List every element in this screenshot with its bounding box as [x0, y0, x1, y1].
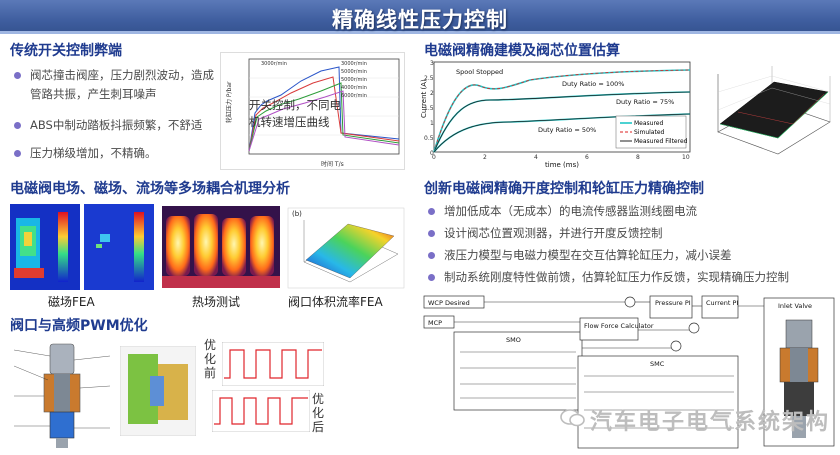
switch-plot-legend-2: 3000r/min	[341, 61, 367, 67]
mcp-label: MCP	[428, 319, 442, 327]
innovation-bullet-2: 设计阀芯位置观测器，并进行开度反馈控制	[428, 224, 836, 243]
current-y-tick: 1.5	[424, 105, 434, 112]
multiphysics-heading: 电磁阀电场、磁场、流场等多场耦合机理分析	[10, 181, 290, 197]
traditional-bullet-1: 阀芯撞击阀座，压力剧烈波动，造成管路共振，产生刺耳噪声	[14, 66, 214, 104]
current-x-tick: 4	[534, 154, 538, 161]
current-plot-ylabel: Current (A)	[420, 79, 428, 118]
switch-plot-legend-4: 5000r/min	[341, 77, 367, 83]
duty-50-label: Duty Ratio = 50%	[538, 126, 596, 134]
current-y-tick: 2.5	[424, 75, 434, 82]
throttle-detail-image	[120, 346, 196, 436]
current-y-tick: 0.5	[424, 135, 434, 142]
watermark-text: 汽车电子电气系统架构	[590, 410, 831, 435]
current-x-tick: 6	[585, 154, 589, 161]
current-x-tick: 8	[636, 154, 640, 161]
current-y-tick: 2	[430, 90, 434, 97]
current-plot: 0 0.5 1 1.5 2 2.5 3 0 2 4 6 8 10 Spool S…	[420, 58, 695, 170]
page-title: 精确线性压力控制	[332, 8, 508, 32]
magnetic-fea-image-1	[10, 204, 80, 290]
innovation-bullet-4: 制动系统刚度特性做前馈，估算轮缸压力作反馈，实现精确压力控制	[428, 268, 840, 287]
magnetic-fea-caption: 磁场FEA	[48, 295, 95, 309]
bullet-dot-icon	[428, 208, 435, 215]
legend-simulated: Simulated	[634, 129, 665, 136]
bullet-dot-icon	[428, 274, 435, 281]
flow-rate-fea-plot: (b)	[286, 206, 406, 290]
inlet-valve-label: Inlet Valve	[778, 302, 812, 310]
switch-plot-legend-1: 3000r/min	[261, 61, 287, 67]
pwm-after-waveform	[212, 390, 310, 432]
flow-rate-fea-caption: 阀口体积流率FEA	[288, 295, 383, 309]
traditional-heading: 传统开关控制弊端	[10, 43, 122, 59]
control-block-diagram: WCP Desired MCP Pressure PI Current PI S…	[418, 292, 838, 452]
pwm-heading: 阀口与高频PWM优化	[10, 318, 148, 334]
bullet-dot-icon	[14, 72, 21, 79]
innovation-bullet-1: 增加低成本（无成本）的电流传感器监测线圈电流	[428, 202, 836, 221]
switch-plot-legend-6: 6000r/min	[341, 93, 367, 99]
switch-plot-overlay: 开关控制，不同电机转速增压曲线	[249, 98, 341, 129]
smo-label: SMO	[506, 336, 521, 344]
thermal-test-image	[162, 206, 280, 288]
valve-cross-section-image	[10, 336, 116, 452]
title-band	[0, 0, 840, 34]
surface-3d-plot	[698, 62, 838, 168]
traditional-bullet-2: ABS中制动踏板抖振频繁，不舒适	[14, 116, 224, 135]
spool-stopped-label: Spool Stopped	[456, 68, 503, 76]
switch-control-plot: 时间 T/s 轮缸压力 P/bar 3000r/min 3000r/min 50…	[220, 52, 405, 170]
switch-plot-ylabel: 轮缸压力 P/bar	[225, 81, 233, 123]
current-y-tick: 0	[430, 150, 434, 157]
smc-label: SMC	[650, 360, 665, 368]
duty-75-label: Duty Ratio = 75%	[616, 98, 674, 106]
legend-measured: Measured	[634, 120, 664, 127]
magnetic-fea-image-2	[84, 204, 154, 290]
current-plot-xlabel: time (ms)	[545, 161, 579, 169]
switch-plot-legend-5: 4000r/min	[341, 85, 367, 91]
svg-text:(b): (b)	[292, 210, 302, 218]
pwm-before-waveform	[222, 342, 324, 386]
pwm-before-label: 优化前	[204, 338, 217, 380]
innovation-heading: 创新电磁阀精确开度控制和轮缸压力精确控制	[424, 181, 704, 197]
legend-filtered: Measured Filtered	[634, 138, 688, 145]
bullet-dot-icon	[428, 252, 435, 259]
current-plot-svg: 0 0.5 1 1.5 2 2.5 3 0 2 4 6 8 10 Spool S…	[420, 60, 691, 169]
bullet-dot-icon	[428, 230, 435, 237]
flow-force-label: Flow Force Calculator	[584, 322, 654, 330]
innovation-bullet-3: 液压力模型与电磁力模型在交互估算轮缸压力，减小误差	[428, 246, 836, 265]
bullet-dot-icon	[14, 122, 21, 129]
wcp-desired-label: WCP Desired	[428, 299, 470, 307]
duty-100-label: Duty Ratio = 100%	[562, 80, 624, 88]
switch-control-plot-svg: 时间 T/s 轮缸压力 P/bar 3000r/min 3000r/min 50…	[225, 58, 400, 168]
pressure-pi-label: Pressure PI	[655, 299, 691, 307]
current-y-tick: 3	[430, 60, 434, 67]
current-x-tick: 2	[483, 154, 487, 161]
modeling-heading: 电磁阀精确建模及阀芯位置估算	[424, 43, 620, 59]
switch-plot-legend-3: 5000r/min	[341, 69, 367, 75]
current-x-tick: 0	[432, 154, 436, 161]
control-diagram-svg: WCP Desired MCP Pressure PI Current PI S…	[420, 294, 836, 450]
switch-plot-xlabel: 时间 T/s	[321, 160, 344, 168]
bullet-dot-icon	[14, 150, 21, 157]
wechat-icon	[560, 409, 585, 427]
current-pi-label: Current PI	[706, 299, 738, 307]
thermal-test-caption: 热场测试	[192, 295, 241, 309]
traditional-bullet-3: 压力梯级增加，不精确。	[14, 144, 214, 163]
current-y-tick: 1	[430, 120, 434, 127]
pwm-after-label: 优化后	[312, 392, 325, 434]
surface-3d-svg	[717, 66, 831, 155]
current-x-tick: 10	[682, 154, 690, 161]
